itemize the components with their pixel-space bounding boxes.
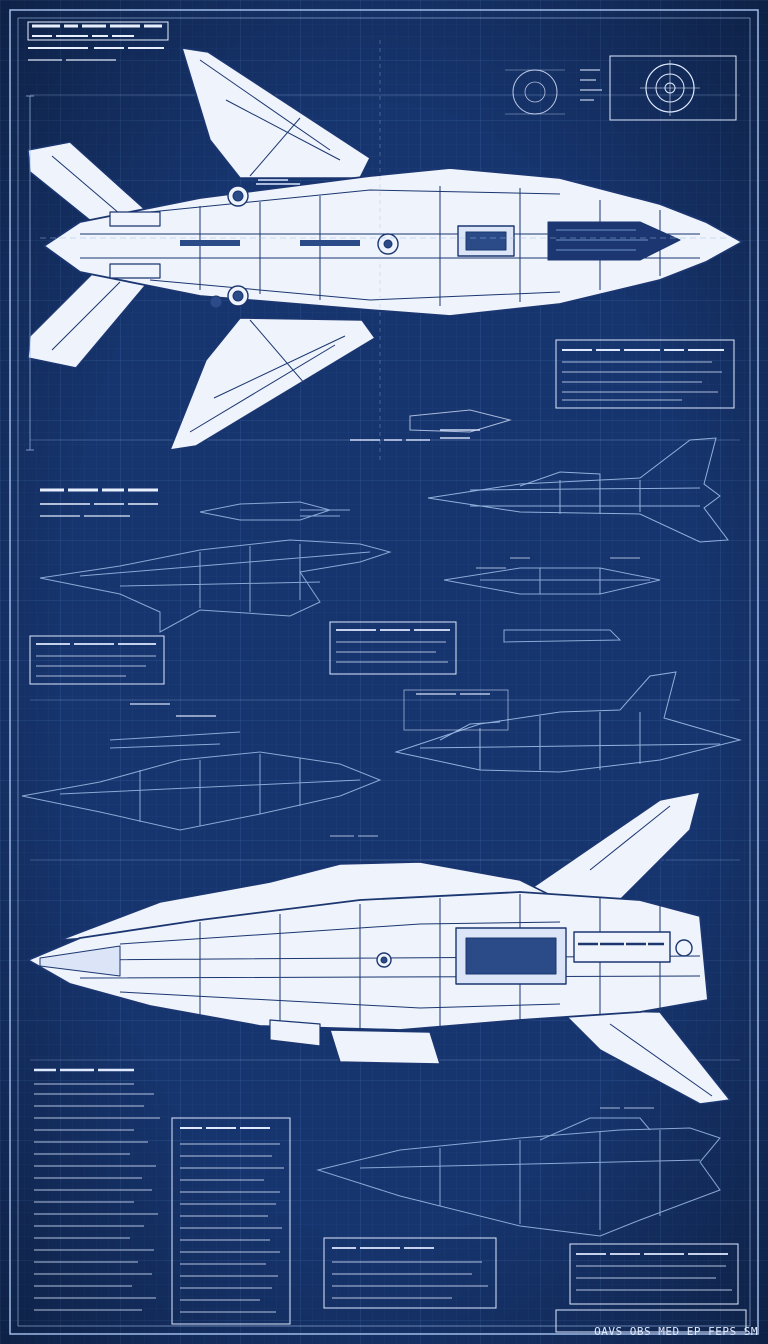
title-block-bottom-right bbox=[555, 1243, 747, 1333]
sheet-border bbox=[9, 9, 759, 1335]
spec-box-mid bbox=[171, 1117, 497, 1325]
lower-wing bbox=[169, 317, 376, 451]
ghost-side-view-4 bbox=[443, 567, 661, 643]
label-cluster-mid bbox=[350, 409, 512, 441]
spec-block-right bbox=[555, 339, 735, 409]
title-block bbox=[27, 21, 169, 61]
fighter-side-view bbox=[27, 791, 731, 1105]
ghost-side-view-6 bbox=[21, 731, 382, 831]
ghost-side-view-2 bbox=[199, 501, 350, 521]
ghost-side-view-7 bbox=[316, 1117, 721, 1237]
fighter-top-view bbox=[27, 47, 743, 451]
cockpit-canopy bbox=[547, 221, 681, 261]
spec-block-mid bbox=[29, 621, 509, 731]
spec-list-left bbox=[34, 1068, 160, 1311]
dimension-lines bbox=[26, 40, 730, 460]
ghost-side-view-3 bbox=[39, 539, 392, 633]
ghost-side-view-1 bbox=[427, 437, 729, 543]
engine-detail-inset bbox=[505, 55, 737, 121]
leader-labels bbox=[256, 179, 654, 1109]
side-fuselage bbox=[27, 891, 709, 1031]
caption-block-left bbox=[40, 488, 158, 517]
ghost-side-view-5 bbox=[394, 671, 742, 773]
sheet-caption: OAVS OBS MED EP FEPS SM bbox=[594, 1325, 758, 1338]
